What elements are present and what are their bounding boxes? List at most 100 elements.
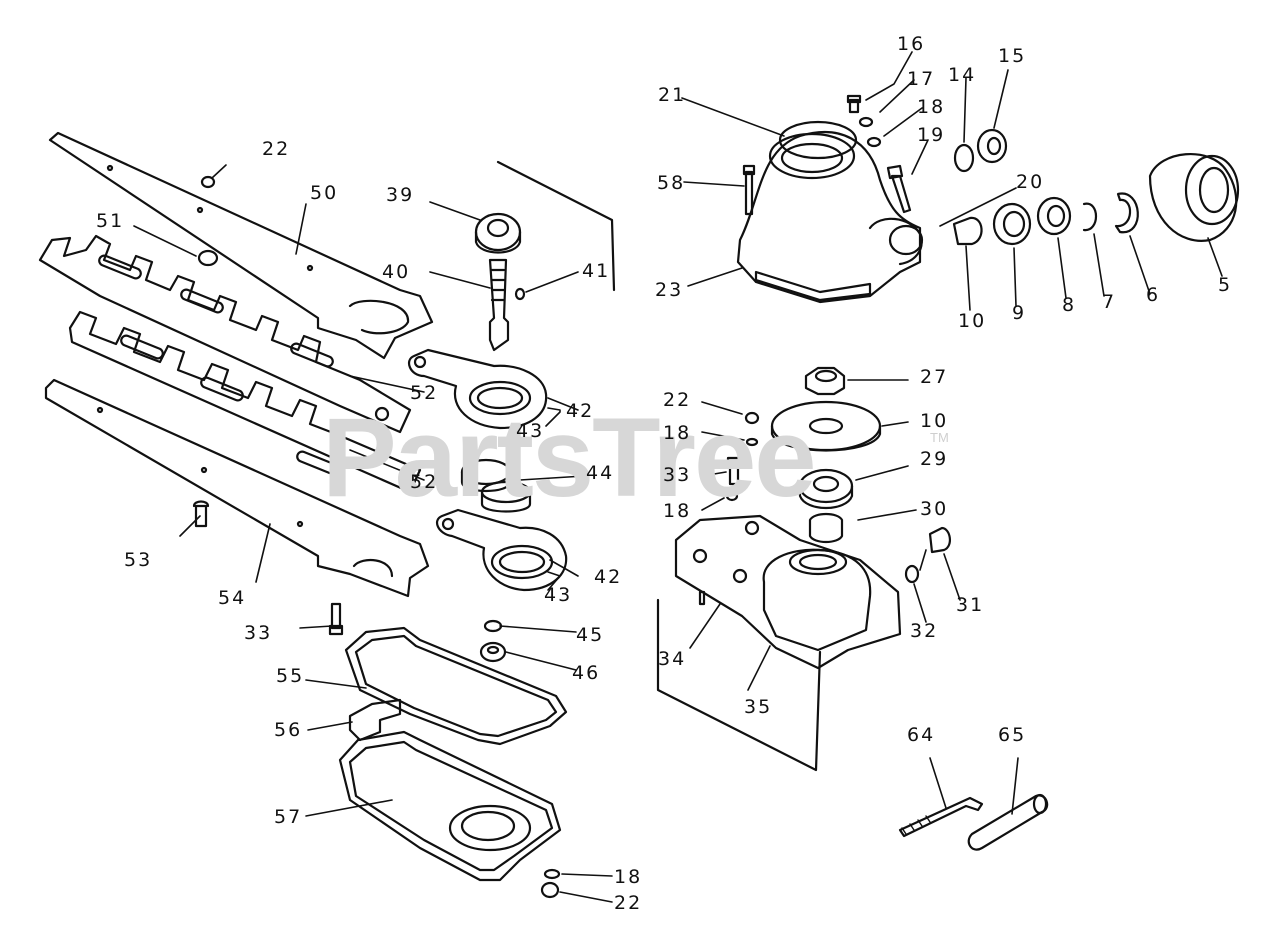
washer-18-lower bbox=[725, 490, 739, 502]
bolt-58 bbox=[742, 164, 756, 216]
blade-52-upper bbox=[38, 234, 412, 434]
label-27: 27 bbox=[920, 366, 949, 388]
label-22-right: 22 bbox=[663, 389, 692, 411]
rod-42-upper bbox=[407, 348, 548, 430]
gear-case-35 bbox=[674, 514, 902, 670]
label-9: 9 bbox=[1012, 302, 1027, 324]
bolt-33a bbox=[328, 602, 344, 636]
label-43-upper: 43 bbox=[516, 420, 545, 442]
plug-31 bbox=[928, 526, 951, 554]
label-33-left: 33 bbox=[244, 622, 273, 644]
label-51: 51 bbox=[96, 210, 125, 232]
label-19: 19 bbox=[917, 124, 946, 146]
seal-15 bbox=[976, 128, 1008, 164]
washer-18-right bbox=[745, 437, 759, 447]
label-18-right: 18 bbox=[663, 422, 692, 444]
hex-key-64 bbox=[898, 796, 984, 838]
pin-41 bbox=[514, 287, 526, 301]
gasket-55 bbox=[344, 626, 568, 746]
label-42-upper: 42 bbox=[566, 400, 595, 422]
gear-housing-23 bbox=[736, 131, 922, 304]
label-58: 58 bbox=[657, 172, 686, 194]
nut-46 bbox=[479, 641, 507, 663]
washer-45 bbox=[483, 619, 503, 633]
washer-18-bottom bbox=[543, 868, 561, 880]
label-22-bottom: 22 bbox=[614, 892, 643, 914]
label-20: 20 bbox=[1016, 171, 1045, 193]
label-54: 54 bbox=[218, 587, 247, 609]
bolt-19 bbox=[886, 164, 912, 214]
label-55: 55 bbox=[276, 665, 305, 687]
screw-16 bbox=[846, 94, 862, 114]
blade-52-middle bbox=[68, 310, 422, 494]
label-18-lower: 18 bbox=[663, 500, 692, 522]
nut-22a bbox=[200, 175, 216, 189]
bolt-53 bbox=[192, 500, 210, 528]
pinion-10 bbox=[952, 216, 983, 246]
label-65: 65 bbox=[998, 724, 1027, 746]
label-53: 53 bbox=[124, 549, 153, 571]
label-30: 30 bbox=[920, 498, 949, 520]
label-33-right: 33 bbox=[663, 464, 692, 486]
blade-54 bbox=[44, 378, 430, 598]
label-34: 34 bbox=[658, 648, 687, 670]
label-16: 16 bbox=[897, 33, 926, 55]
washer-14 bbox=[953, 143, 975, 173]
label-5: 5 bbox=[1218, 274, 1233, 296]
cover-21 bbox=[778, 120, 858, 160]
label-43-lower: 43 bbox=[544, 584, 573, 606]
spacer-30 bbox=[808, 512, 844, 544]
label-6: 6 bbox=[1146, 284, 1161, 306]
label-29: 29 bbox=[920, 448, 949, 470]
nut-22-right bbox=[744, 411, 760, 425]
label-56: 56 bbox=[274, 719, 303, 741]
pin-34 bbox=[698, 590, 706, 606]
label-52-upper: 52 bbox=[410, 382, 439, 404]
nut-51 bbox=[197, 249, 219, 267]
label-7: 7 bbox=[1102, 291, 1117, 313]
label-32: 32 bbox=[910, 620, 939, 642]
label-18-top: 18 bbox=[917, 96, 946, 118]
label-46: 46 bbox=[572, 662, 601, 684]
label-35: 35 bbox=[744, 696, 773, 718]
nut-22-bottom bbox=[540, 881, 560, 899]
oring-32 bbox=[904, 564, 920, 584]
clip-56 bbox=[348, 698, 402, 742]
watermark-text: PartsTree bbox=[322, 395, 817, 520]
cover-57 bbox=[338, 730, 562, 882]
shaft-40 bbox=[488, 258, 510, 352]
label-17: 17 bbox=[907, 68, 936, 90]
housing-5 bbox=[1148, 152, 1238, 242]
ring-7 bbox=[1082, 202, 1097, 232]
watermark-tm: TM bbox=[930, 430, 949, 445]
label-45: 45 bbox=[576, 624, 605, 646]
label-10-top: 10 bbox=[958, 310, 987, 332]
label-14: 14 bbox=[948, 64, 977, 86]
label-50: 50 bbox=[310, 182, 339, 204]
label-31: 31 bbox=[956, 594, 985, 616]
label-40: 40 bbox=[382, 261, 411, 283]
bearing-9 bbox=[992, 202, 1032, 246]
washer-18-top bbox=[866, 136, 882, 148]
bolt-33b bbox=[726, 456, 742, 486]
label-39: 39 bbox=[386, 184, 415, 206]
label-41: 41 bbox=[582, 260, 611, 282]
washer-17 bbox=[858, 116, 874, 128]
label-23: 23 bbox=[655, 279, 684, 301]
label-10-gear: 10 bbox=[920, 410, 949, 432]
label-42-lower: 42 bbox=[594, 566, 623, 588]
label-18-bottom: 18 bbox=[614, 866, 643, 888]
bearing-8 bbox=[1036, 196, 1072, 236]
label-22-left: 22 bbox=[262, 138, 291, 160]
label-52-middle: 52 bbox=[410, 471, 439, 493]
label-44: 44 bbox=[586, 462, 615, 484]
label-64: 64 bbox=[907, 724, 936, 746]
label-21: 21 bbox=[658, 84, 687, 106]
snap-ring-6 bbox=[1114, 192, 1139, 234]
nut-27 bbox=[804, 366, 846, 396]
label-8: 8 bbox=[1062, 294, 1077, 316]
label-57: 57 bbox=[274, 806, 303, 828]
label-15: 15 bbox=[998, 45, 1027, 67]
